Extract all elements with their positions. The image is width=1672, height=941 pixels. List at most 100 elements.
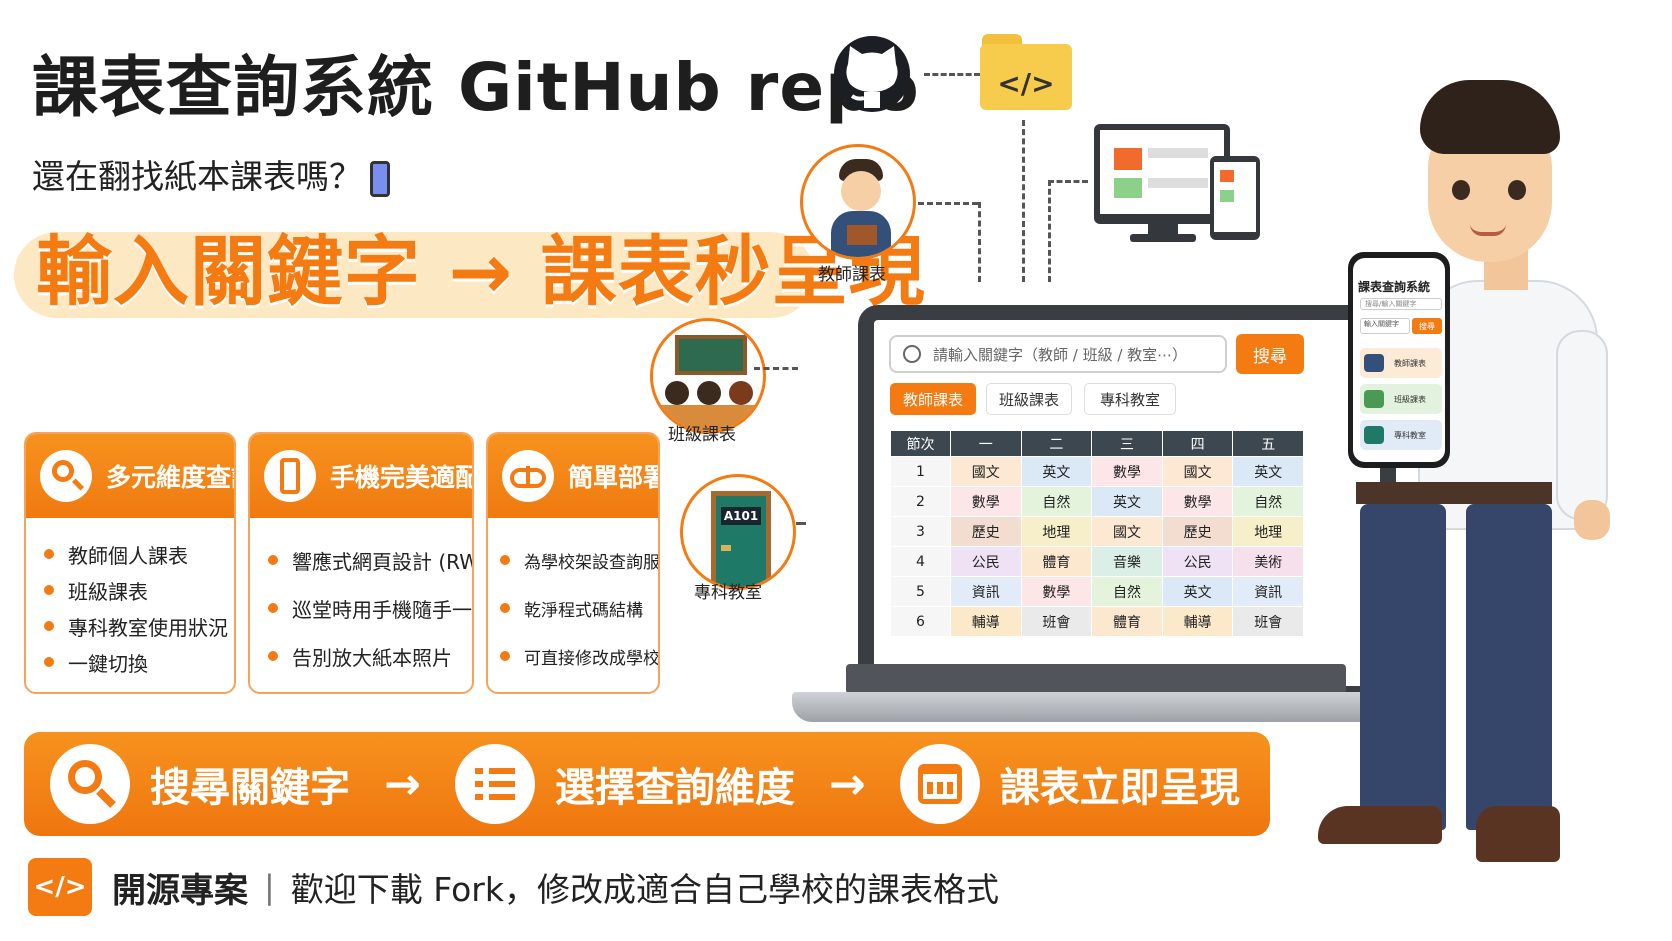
subject-cell: 班會 (1232, 606, 1304, 637)
subject-cell: 輔導 (950, 606, 1022, 637)
connector-line (978, 202, 981, 282)
person-leg-left (1360, 504, 1446, 830)
person-shoe-left (1318, 806, 1442, 844)
feature-card-header: 多元維度查詢 (26, 434, 234, 518)
flow-step-label: 選擇查詢維度 (554, 765, 795, 811)
feature-title: 簡單部署 (568, 463, 660, 492)
feature-title: 手機完美適配 (330, 463, 474, 492)
subject-cell: 體育 (1091, 606, 1163, 637)
connector-line (918, 202, 978, 205)
search-button[interactable]: 搜尋 (1236, 334, 1304, 374)
feature-card-header: 簡單部署 (488, 434, 658, 518)
subtitle: 還在翻找紙本課表嗎？ (32, 150, 390, 198)
hero-slogan: 輸入關鍵字 → 課表秒呈現 (36, 227, 926, 316)
search-icon (40, 450, 92, 502)
tab-room[interactable]: 專科教室 (1084, 383, 1176, 415)
subject-cell: 英文 (1091, 486, 1163, 517)
monitor-stand (1148, 224, 1178, 236)
subject-cell: 公民 (1161, 546, 1234, 577)
tablet-icon (1210, 156, 1260, 240)
list-item: 巡堂時用手機隨手一查 (268, 584, 472, 632)
list-item: 專科教室使用狀況 (44, 608, 234, 644)
feature-card-deploy: 簡單部署 為學校架設查詢服務 乾淨程式碼結構 可直接修改成學校版本 (486, 432, 660, 694)
period-cell: 2 (890, 486, 951, 517)
teacher-icon (1364, 354, 1384, 372)
connector-line (1022, 120, 1025, 282)
footer: </> 開源專案 | 歡迎下載 Fork，修改成適合自己學校的課表格式 (28, 858, 999, 916)
flow-step-label: 課表立即呈現 (999, 765, 1240, 811)
calendar-icon (899, 744, 980, 824)
person-arm-right (1556, 330, 1608, 520)
code-icon: </> (28, 858, 92, 916)
period-cell: 3 (890, 516, 951, 547)
mobile-search-button[interactable]: 搜尋 (1412, 318, 1442, 334)
feature-card-mobile: 手機完美適配 響應式網頁設計 (RWD) 巡堂時用手機隨手一查 告別放大紙本照片 (248, 432, 474, 694)
subject-cell: 英文 (1161, 576, 1234, 607)
flow-step-select: 選擇查詢維度 (454, 744, 795, 824)
connector-line (924, 73, 980, 76)
folder-code-text: </> (997, 66, 1055, 100)
search-input[interactable]: 請輸入關鍵字（教師 / 班級 / 教室⋯） (889, 335, 1227, 373)
footer-text: 歡迎下載 Fork，修改成適合自己學校的課表格式 (290, 870, 999, 909)
search-icon (50, 744, 130, 824)
subject-cell: 資訊 (1232, 576, 1304, 607)
door-icon (1364, 426, 1384, 444)
person-leg-right (1466, 504, 1552, 830)
person-shoe-right (1476, 806, 1560, 862)
column-header: 節次 (890, 430, 951, 457)
column-header: 一 (950, 430, 1022, 457)
flow-step-search: 搜尋關鍵字 (50, 744, 350, 824)
person-smile (1470, 224, 1506, 236)
person-hand-right (1574, 500, 1610, 540)
subject-cell: 體育 (1020, 546, 1093, 577)
footer-separator: | (264, 868, 275, 906)
list-item: 乾淨程式碼結構 (500, 584, 658, 632)
mobile-item-label: 班級課表 (1394, 394, 1426, 404)
subject-cell: 資訊 (950, 576, 1022, 607)
period-cell: 4 (890, 546, 951, 577)
laptop-keyboard (846, 664, 1346, 694)
subject-cell: 輔導 (1161, 606, 1234, 637)
connector-line (1048, 180, 1051, 282)
mobile-keyword-field[interactable]: 輸入關鍵字 (1360, 318, 1410, 334)
flow-banner: 搜尋關鍵字 → 選擇查詢維度 → 課表立即呈現 (24, 732, 1270, 836)
flow-step-label: 搜尋關鍵字 (150, 765, 350, 811)
column-header: 二 (1020, 430, 1093, 457)
teacher-avatar (800, 144, 916, 260)
subject-cell: 班會 (1020, 606, 1093, 637)
search-placeholder: 請輸入關鍵字（教師 / 班級 / 教室⋯） (933, 345, 1188, 364)
subject-cell: 國文 (1161, 456, 1234, 487)
column-header: 四 (1161, 430, 1234, 457)
cloud-upload-icon (502, 450, 554, 502)
mobile-icon (264, 450, 316, 502)
teacher-schedule-label: 教師課表 (818, 265, 886, 285)
feature-title: 多元維度查詢 (106, 463, 234, 492)
connector-line (796, 522, 806, 525)
connector-line (1048, 180, 1088, 183)
person-hair (1420, 80, 1560, 154)
flow-step-result: 課表立即呈現 (899, 744, 1240, 824)
footer-title: 開源專案 (112, 870, 248, 911)
subtitle-text: 還在翻找紙本課表嗎？ (32, 157, 362, 196)
tab-class[interactable]: 班級課表 (986, 383, 1072, 415)
list-icon (454, 744, 535, 824)
period-cell: 5 (890, 576, 951, 607)
monitor-base (1130, 234, 1196, 242)
github-icon[interactable] (828, 34, 918, 114)
subject-cell: 歷史 (1161, 516, 1234, 547)
search-icon (903, 345, 921, 363)
classroom-avatar (650, 318, 766, 434)
list-item: 教師個人課表 (44, 536, 234, 572)
connector-line (754, 367, 798, 370)
mobile-search-input[interactable]: 搜尋/輸入關鍵字 (1360, 298, 1442, 310)
column-header: 三 (1091, 430, 1163, 457)
person-belt (1356, 482, 1552, 504)
code-folder-icon: </> (980, 34, 1072, 110)
list-item: 一鍵切換 (44, 644, 234, 680)
subject-cell: 歷史 (950, 516, 1022, 547)
tab-teacher[interactable]: 教師課表 (890, 383, 976, 415)
